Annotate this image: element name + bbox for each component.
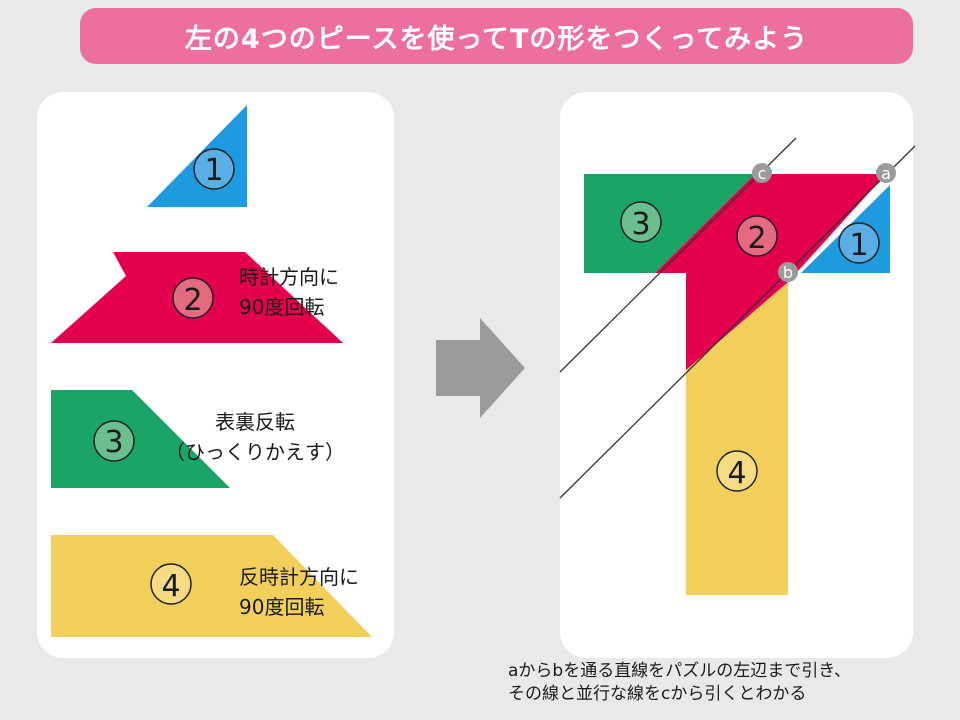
piece-2-badge (172, 277, 214, 319)
t-piece-3-badge (620, 201, 662, 243)
piece-3-shape (51, 390, 230, 488)
piece-1-badge (193, 148, 235, 190)
t-piece-4 (686, 282, 788, 595)
piece-3-note-line-2: （ひっくりかえす） (165, 440, 345, 464)
t-piece-4-number: 4 (727, 456, 746, 491)
piece-4-number: 4 (161, 569, 180, 604)
point-b-label: b (783, 263, 793, 282)
t-piece-4-badge (716, 450, 758, 492)
arrow-icon (436, 318, 525, 418)
piece-1-number: 1 (204, 153, 223, 188)
piece-4-note-line-2: 90度回転 (239, 595, 325, 619)
t-piece-1-badge (838, 222, 880, 264)
t-piece-1-number: 1 (849, 228, 868, 263)
t-piece-3-number: 3 (631, 207, 650, 242)
piece-1-triangle (147, 105, 247, 207)
piece-4-badge (150, 563, 192, 605)
piece-3-badge (93, 420, 135, 462)
t-piece-2 (655, 174, 886, 370)
point-c-marker (752, 163, 772, 183)
t-piece-2-number: 2 (747, 221, 766, 256)
piece-4-note-line-1: 反時計方向に (239, 565, 359, 589)
point-a-label: a (881, 164, 891, 183)
piece-2-note-line-2: 90度回転 (239, 295, 325, 319)
piece-2-number: 2 (183, 283, 202, 318)
piece-3-note: 表裏反転 （ひっくりかえす） (165, 407, 345, 467)
t-piece-3 (584, 174, 755, 273)
t-piece-2-badge (736, 215, 778, 257)
piece-3-note-line-1: 表裏反転 (215, 410, 295, 434)
piece-3-number: 3 (104, 425, 123, 460)
hint-text: aからbを通る直線をパズルの左辺まで引き、 その線と並行な線をcから引くとわかる (508, 660, 851, 706)
piece-2-note-line-1: 時計方向に (239, 265, 339, 289)
hint-line-1: aからbを通る直線をパズルの左辺まで引き、 (508, 661, 852, 681)
title-text: 左の4つのピースを使ってTの形をつくってみよう (184, 23, 809, 55)
piece-4-note: 反時計方向に 90度回転 (239, 562, 359, 622)
guide-line-a-b (559, 145, 916, 499)
point-a-marker (876, 163, 896, 183)
point-c-label: c (758, 164, 767, 183)
title-banner: 左の4つのピースを使ってTの形をつくってみよう (80, 8, 913, 64)
point-b-marker (778, 262, 798, 282)
piece-4-shape (51, 535, 372, 637)
piece-2-note: 時計方向に 90度回転 (239, 262, 339, 322)
hint-line-2: その線と並行な線をcから引くとわかる (508, 684, 807, 704)
